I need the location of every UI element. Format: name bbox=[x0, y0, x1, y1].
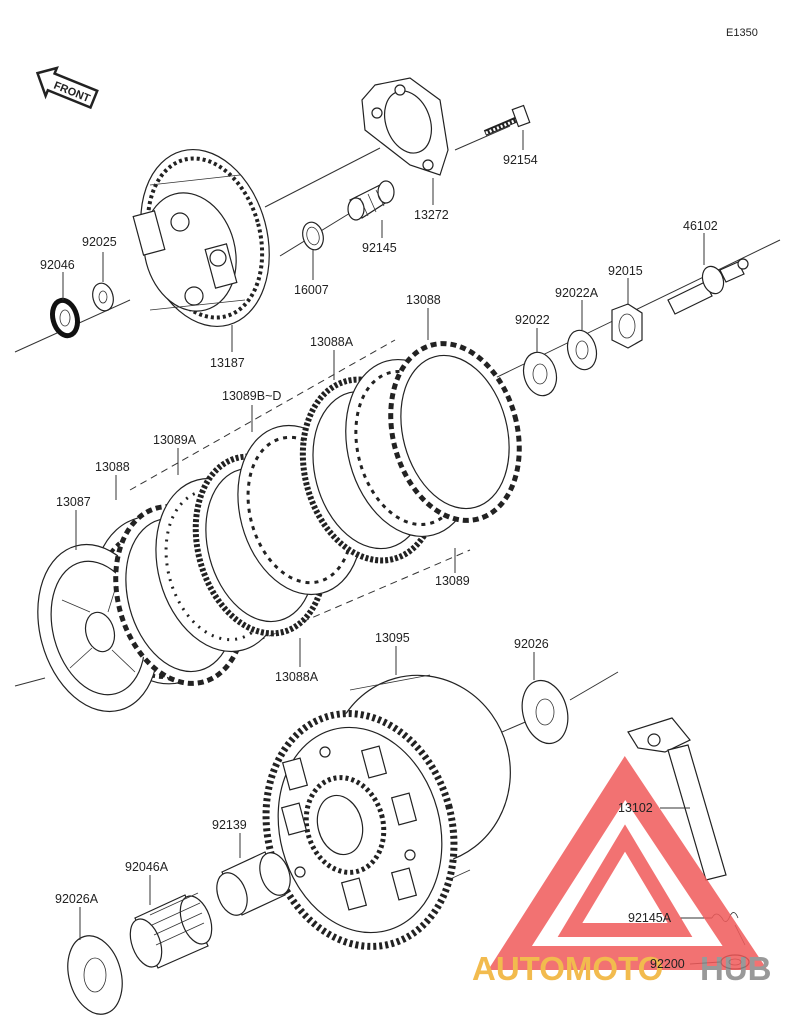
part-label: 13095 bbox=[375, 631, 410, 645]
part-labels: 92154 13272 92145 16007 92025 92046 1318… bbox=[40, 153, 718, 971]
bolt-92154 bbox=[483, 104, 531, 136]
part-label: 92200 bbox=[650, 957, 685, 971]
bearing-92046 bbox=[50, 297, 80, 339]
part-label: 16007 bbox=[294, 283, 329, 297]
part-label: 92154 bbox=[503, 153, 538, 167]
spring-92145 bbox=[347, 180, 395, 221]
part-label: 46102 bbox=[683, 219, 718, 233]
part-label: 92025 bbox=[82, 235, 117, 249]
part-label: 92026 bbox=[514, 637, 549, 651]
part-label: 92046A bbox=[125, 860, 169, 874]
clutch-housing-13095 bbox=[262, 674, 511, 950]
part-label: 13272 bbox=[414, 208, 449, 222]
release-shaft-13102 bbox=[627, 717, 727, 881]
washer-92025 bbox=[92, 282, 114, 312]
watermark-logo: AUTOMOTO HUB bbox=[472, 756, 772, 987]
leader-lines bbox=[62, 130, 721, 965]
diagram-code: E1350 bbox=[726, 27, 758, 39]
part-label: 92022 bbox=[515, 313, 550, 327]
nut-92015 bbox=[611, 303, 643, 349]
part-label: 92022A bbox=[555, 286, 599, 300]
part-label: 13102 bbox=[618, 801, 653, 815]
washer-92026a bbox=[67, 935, 123, 1015]
friction-plate-13088-upper bbox=[388, 341, 522, 523]
part-label: 92026A bbox=[55, 892, 99, 906]
part-label: 13088 bbox=[406, 293, 441, 307]
lifter-plate-13272 bbox=[361, 77, 449, 176]
part-label: 13187 bbox=[210, 356, 245, 370]
part-label: 92145 bbox=[362, 241, 397, 255]
part-label: 92139 bbox=[212, 818, 247, 832]
watermark-brand-right: HUB bbox=[700, 950, 772, 987]
part-label: 13089A bbox=[153, 433, 197, 447]
part-label: 13087 bbox=[56, 495, 91, 509]
part-label: 13089B~D bbox=[222, 389, 281, 403]
front-arrow-icon: FRONT bbox=[35, 66, 99, 110]
watermark-brand-left: AUTOMOTO bbox=[472, 950, 663, 987]
part-label: 13088A bbox=[310, 335, 354, 349]
part-label: 92046 bbox=[40, 258, 75, 272]
part-label: 13088A bbox=[275, 670, 319, 684]
washer-16007 bbox=[302, 221, 324, 251]
sleeve-92139 bbox=[216, 851, 291, 916]
washer-92026 bbox=[521, 679, 569, 745]
part-label: 13089 bbox=[435, 574, 470, 588]
part-label: 92015 bbox=[608, 264, 643, 278]
pressure-plate-13187 bbox=[132, 148, 270, 328]
push-rod-46102 bbox=[667, 258, 749, 315]
part-label: 13088 bbox=[95, 460, 130, 474]
part-label: 92145A bbox=[628, 911, 672, 925]
washer-92022 bbox=[522, 351, 558, 397]
washer-92022a bbox=[566, 329, 598, 371]
needle-bearing-92046a bbox=[129, 892, 213, 969]
